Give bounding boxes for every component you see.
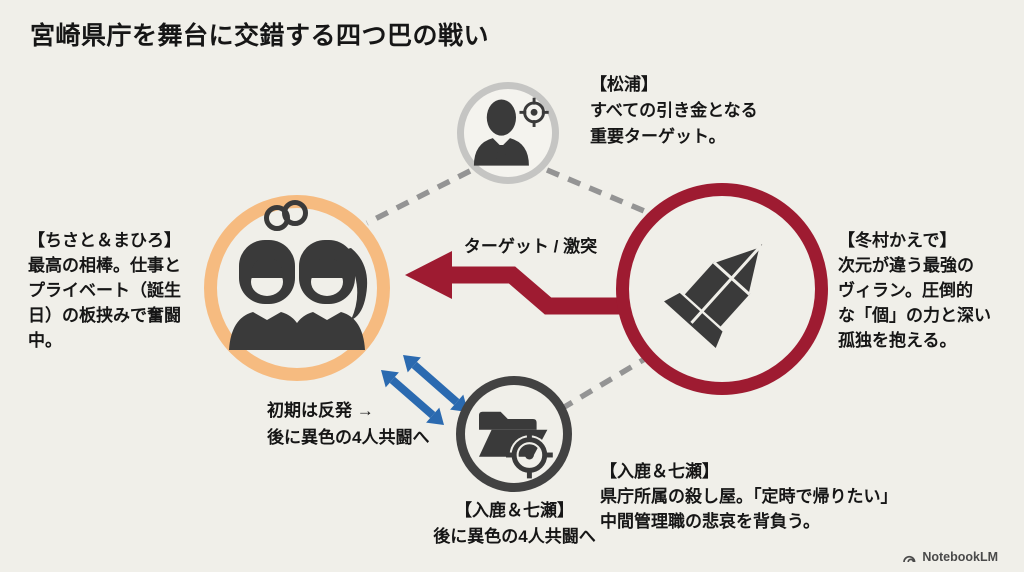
page-title: 宮崎県庁を舞台に交錯する四つ巴の戦い [30,22,490,50]
iruka-nanase-name: 【入鹿＆七瀬】 [600,462,719,481]
rivalry-label-line: 後に異色の4人共闘へ [267,428,430,447]
notebooklm-watermark: NotebookLM [902,550,998,564]
chisato-mahiro-text-block: 【ちさと＆まひろ】 最高の相棒。仕事と プライベート（誕生 日）の板挟みで奮闘 … [28,228,208,353]
node-iruka-nanase-circle [456,376,572,492]
iruka-nanase-caption: 【入鹿＆七瀬】 後に異色の4人共闘へ [412,498,617,550]
rivalry-label-line: 初期は反発 → [267,401,374,420]
notebooklm-logo-icon [903,555,916,562]
bullet-icon [664,243,763,348]
iruka-nanase-text-block: 【入鹿＆七瀬】 県庁所属の殺し屋。「定時で帰りたい」 中間管理職の悲哀を背負う。 [600,459,940,534]
chisato-mahiro-desc-line: プライベート（誕生 [28,281,181,300]
linked-rings-icon [264,200,308,231]
dashed-link-bottom-right [559,354,650,412]
matsuura-desc-line: 重要ターゲット。 [590,127,726,146]
matsuura-desc-line: すべての引き金となる [590,101,758,120]
chisato-mahiro-desc-line: 日）の板挟みで奮闘 [28,306,181,325]
iruka-nanase-desc-line: 中間管理職の悲哀を背負う。 [600,512,820,531]
chisato-mahiro-desc-line: 中。 [28,331,62,350]
folder-with-crosshair-icon [479,411,553,479]
target-clash-arrow-label: ターゲット / 激突 [463,237,598,256]
matsuura-name: 【松浦】 [590,75,658,94]
rivalry-label: 初期は反発 → 後に異色の4人共闘へ [267,397,487,451]
fuyumura-desc-line: ヴィラン。圧倒的 [838,281,973,300]
iruka-nanase-caption-line: 【入鹿＆七瀬】 [455,501,574,520]
matsuura-text-block: 【松浦】 すべての引き金となる 重要ターゲット。 [590,72,810,150]
dashed-link-top-right [545,167,651,216]
fuyumura-desc-line: な「個」の力と深い [838,306,991,325]
chisato-mahiro-desc-line: 最高の相棒。仕事と [28,256,181,275]
fuyumura-desc-line: 孤独を抱える。 [838,331,957,350]
crosshair-icon [506,431,553,479]
iruka-nanase-caption-line: 後に異色の4人共闘へ [433,527,596,546]
notebooklm-brand-text: NotebookLM [922,550,998,564]
fuyumura-desc-line: 次元が違う最強の [838,256,974,275]
target-crosshair-icon [519,97,549,127]
dashed-link-top-left [365,168,472,226]
fuyumura-name: 【冬村かえで】 [838,231,957,250]
target-clash-arrow [405,251,620,315]
businessman-with-target-icon [473,97,549,166]
women-pair-with-linked-rings-icon [229,200,368,350]
chisato-mahiro-name: 【ちさと＆まひろ】 [28,231,181,250]
iruka-nanase-desc-line: 県庁所属の殺し屋。「定時で帰りたい」 [600,487,898,506]
fuyumura-text-block: 【冬村かえで】 次元が違う最強の ヴィラン。圧倒的 な「個」の力と深い 孤独を抱… [838,228,1018,353]
